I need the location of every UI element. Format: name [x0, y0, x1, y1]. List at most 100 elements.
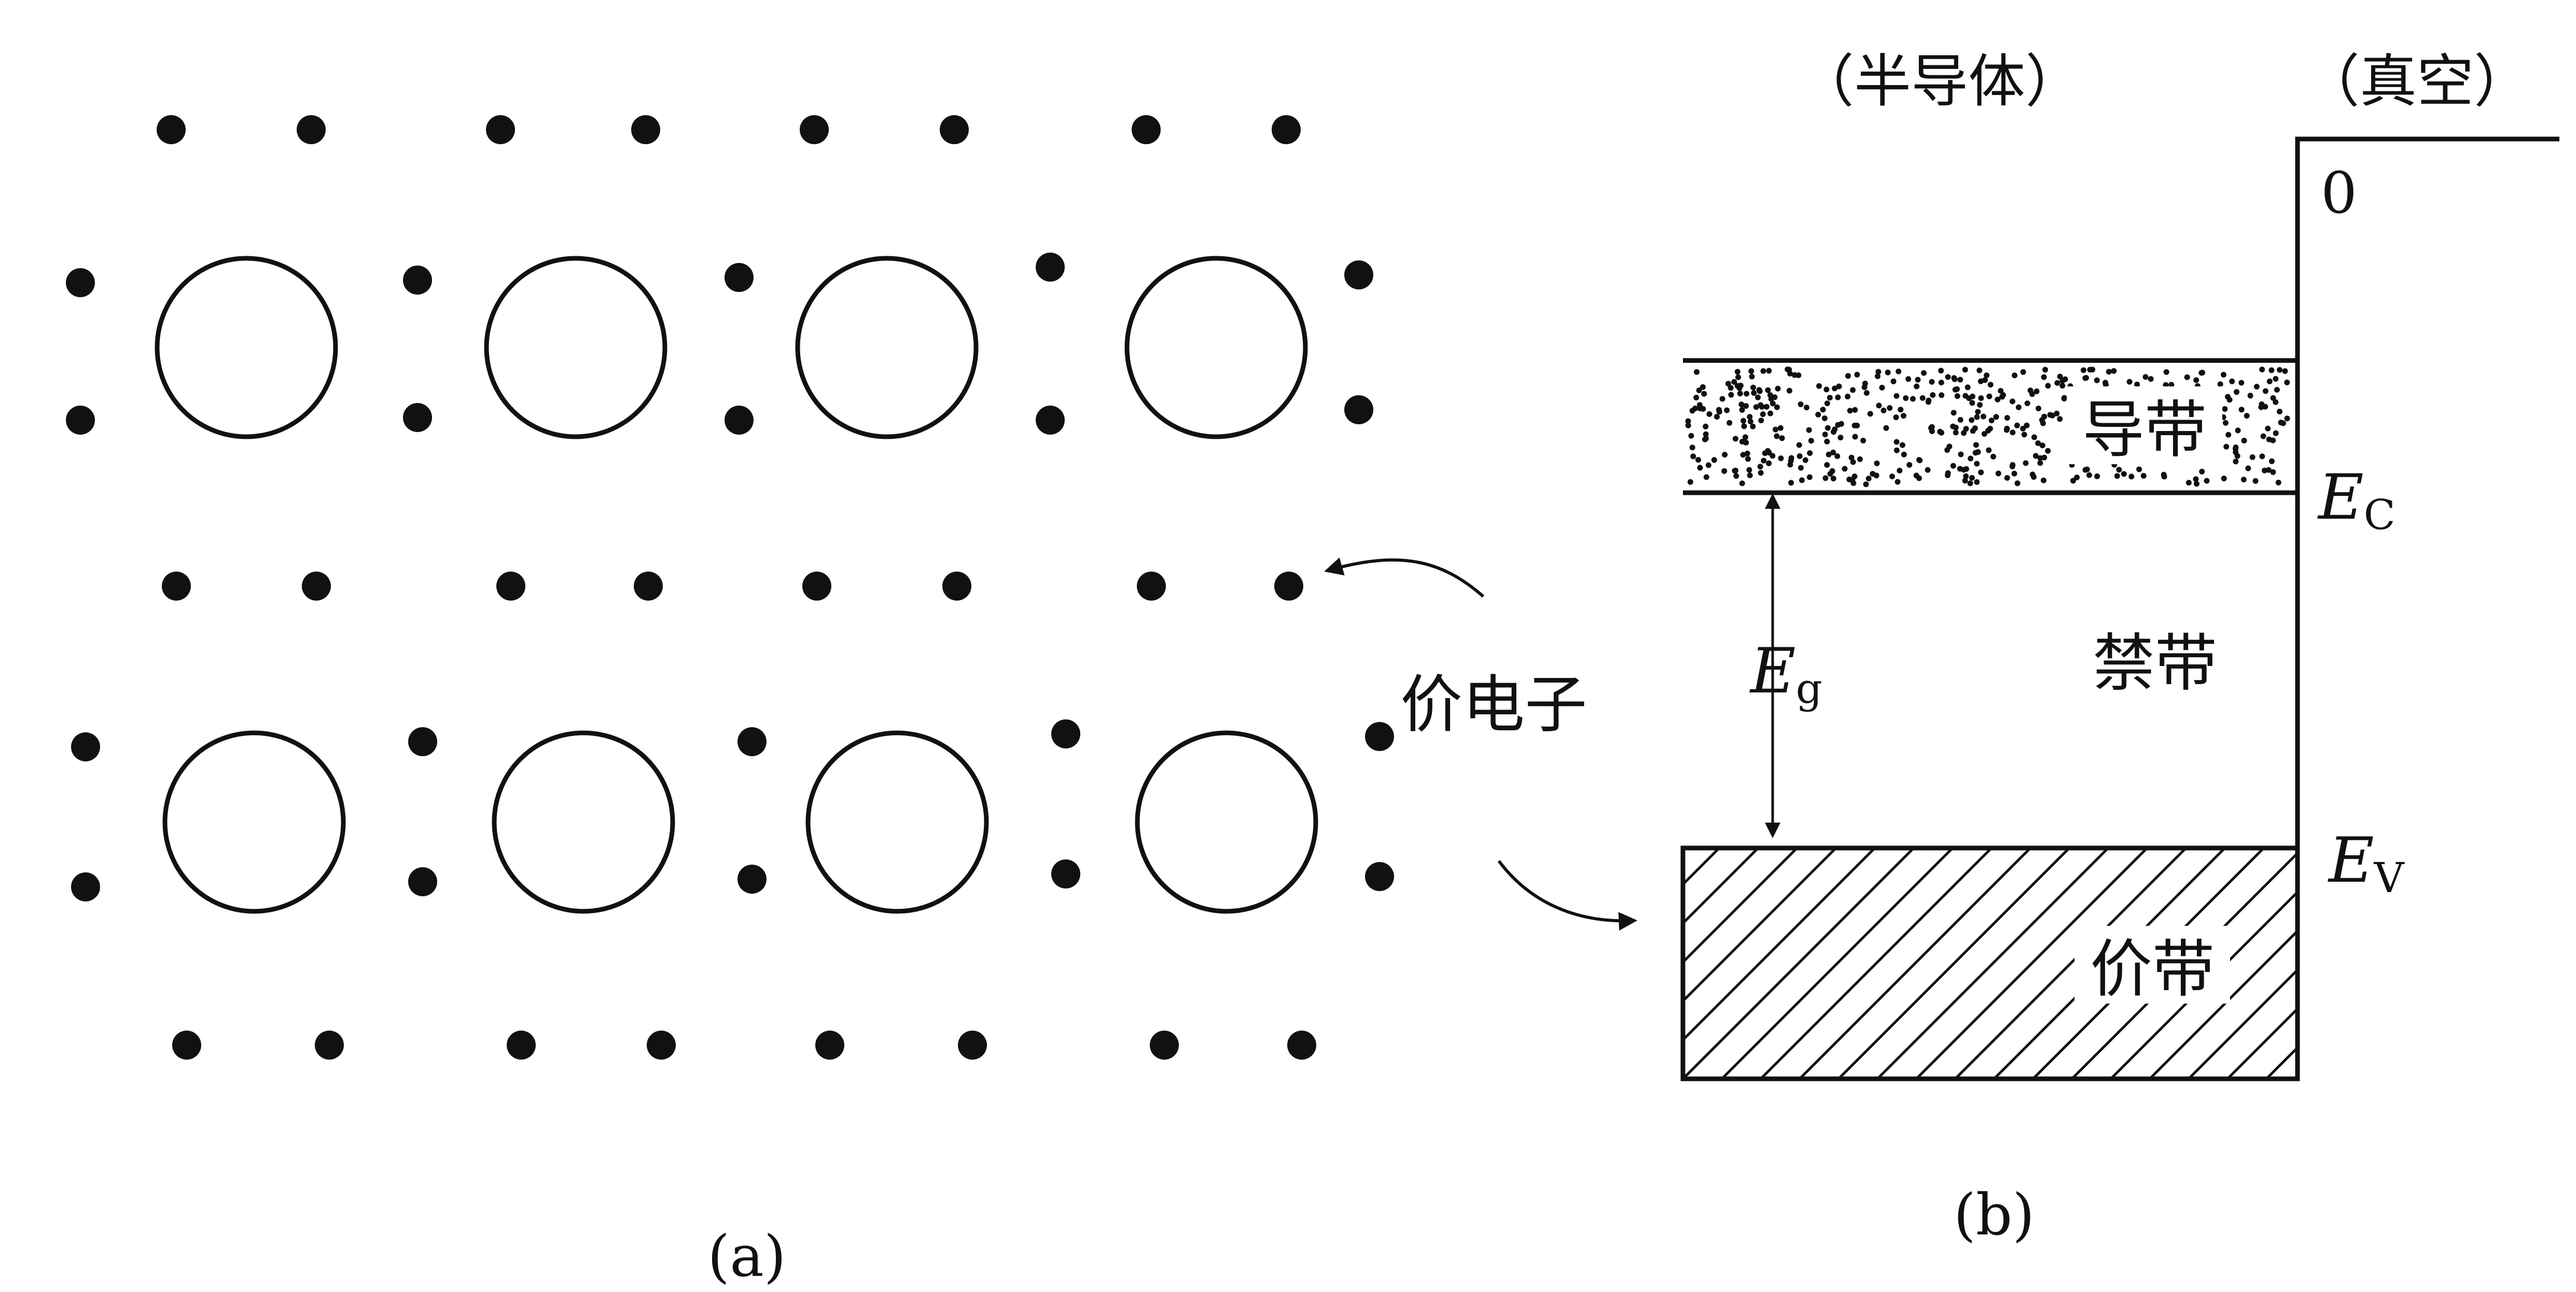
- conduction-band-dot: [1995, 470, 2001, 477]
- conduction-band-dot: [2258, 404, 2264, 410]
- conduction-band-dot: [1973, 442, 1979, 448]
- conduction-band-dot: [2023, 460, 2029, 466]
- conduction-band-dot: [2014, 422, 2020, 428]
- conduction-band-dot: [2277, 367, 2282, 373]
- panel-a-label: (a): [707, 1223, 786, 1289]
- conduction-band-dot: [1774, 433, 1780, 439]
- conduction-band-dot: [1749, 373, 1755, 380]
- conduction-band-dot: [1816, 383, 1822, 389]
- conduction-band-dot: [1980, 413, 1986, 420]
- conduction-band-dot: [2047, 412, 2053, 418]
- conduction-band-dot: [1744, 391, 1750, 397]
- conduction-band-dot: [1903, 395, 1909, 401]
- conduction-band-dot: [2240, 477, 2247, 483]
- conduction-band-dot: [1850, 459, 1856, 465]
- conduction-band-dot: [1969, 400, 1975, 406]
- conduction-band-dot: [2059, 383, 2066, 389]
- valence-electron: [1036, 406, 1065, 435]
- conduction-band-dot: [1721, 468, 1728, 474]
- conduction-band-dot: [1760, 368, 1766, 374]
- conduction-band-dot: [1958, 451, 1964, 457]
- conduction-band-dot: [2094, 473, 2100, 479]
- conduction-band-dot: [1767, 410, 1773, 416]
- conduction-band-dot: [2114, 473, 2120, 479]
- semiconductor-label: （半导体）: [1797, 48, 2082, 115]
- conduction-band-dot: [1969, 417, 1975, 423]
- valence-electron-label: 价电子: [1400, 669, 1587, 741]
- lattice-structure: [66, 115, 1394, 1060]
- conduction-band-dot: [1851, 422, 1858, 428]
- conduction-band-dot: [1893, 393, 1900, 399]
- conduction-band-dot: [1926, 397, 1932, 404]
- conduction-band-dot: [1951, 410, 1957, 416]
- atom-core: [795, 256, 979, 439]
- conduction-band-dot: [1969, 475, 1975, 481]
- conduction-band-dot: [2086, 472, 2092, 478]
- conduction-band-dot: [1728, 392, 1734, 398]
- conduction-band-dot: [2245, 465, 2251, 471]
- conduction-band-dot: [2059, 378, 2066, 384]
- conduction-band-dot: [2274, 387, 2280, 393]
- conduction-band-dot: [1766, 368, 1772, 374]
- energy-band-diagram: 导带 禁带 价带 （半导体） （真空） 0 EC EV Eg: [1680, 48, 2559, 1081]
- conduction-band-dot: [2265, 425, 2271, 432]
- conduction-band-dot: [1961, 430, 1967, 436]
- conduction-band-dot: [1915, 377, 1921, 383]
- conduction-band-dot: [2004, 475, 2010, 481]
- conduction-band-dot: [2035, 440, 2041, 446]
- conduction-band-dot: [2194, 481, 2199, 487]
- conduction-band-dot: [2074, 475, 2080, 480]
- conduction-band-dot: [1815, 411, 1821, 418]
- conduction-band-dot: [1827, 395, 1833, 401]
- conduction-band-dot: [2262, 388, 2268, 394]
- conduction-band-dot: [1836, 383, 1842, 390]
- conduction-band-dot: [1687, 479, 1693, 485]
- conduction-band-dot: [2223, 443, 2230, 450]
- conduction-band-dot: [2009, 463, 2015, 469]
- conduction-band-dot: [2027, 387, 2034, 394]
- conduction-band-dot: [1885, 369, 1891, 376]
- conduction-band-dot: [1726, 420, 1733, 426]
- valence-electron: [1344, 395, 1373, 424]
- conduction-band-dot: [1778, 455, 1784, 462]
- conduction-band-dot: [1974, 414, 1980, 420]
- conduction-band-dot: [2142, 374, 2149, 380]
- conduction-band-dot: [2163, 369, 2169, 375]
- conduction-band-dot: [1766, 460, 1772, 466]
- conduction-band-dot: [1825, 425, 1831, 431]
- conduction-band-dot: [1881, 407, 1887, 413]
- conduction-band-dot: [2004, 425, 2010, 432]
- conduction-band-dot: [1724, 407, 1730, 413]
- conduction-band-dot: [1977, 402, 1983, 408]
- conduction-band-dot: [1787, 462, 1793, 468]
- conduction-band-dot: [1978, 469, 1984, 476]
- conduction-band-dot: [1978, 395, 1984, 401]
- valence-electron: [815, 1031, 844, 1060]
- conduction-band-dot: [1751, 390, 1757, 396]
- conduction-band-dot: [1728, 385, 1734, 391]
- conduction-band-dot: [1981, 431, 1987, 437]
- conduction-band-dot: [2252, 478, 2259, 484]
- valence-electron: [1344, 260, 1373, 289]
- conduction-band-dot: [1830, 476, 1836, 482]
- valence-electron: [1036, 253, 1065, 282]
- conduction-band-dot: [2134, 381, 2140, 387]
- conduction-band-dot: [2000, 392, 2006, 398]
- conduction-band-dot: [1821, 415, 1828, 421]
- conduction-band-dot: [2270, 395, 2276, 401]
- conduction-band-dot: [1757, 388, 1763, 394]
- conduction-band-dot: [2094, 377, 2100, 383]
- conduction-band-dot: [2225, 432, 2232, 438]
- atom-core: [805, 730, 989, 914]
- conduction-band-dot: [1889, 474, 1895, 479]
- conduction-band-dot: [2229, 378, 2235, 384]
- conduction-band-dot: [2253, 384, 2260, 390]
- conduction-band-dot: [1739, 480, 1745, 487]
- conduction-band-dot: [1873, 473, 1879, 479]
- conduction-band-dot: [2198, 370, 2205, 376]
- conduction-band-dot: [1803, 405, 1809, 411]
- conduction-band-dot: [1799, 477, 1805, 483]
- valence-electron: [1274, 572, 1303, 601]
- conduction-band-dot: [1763, 404, 1770, 410]
- valence-electron: [1137, 572, 1166, 601]
